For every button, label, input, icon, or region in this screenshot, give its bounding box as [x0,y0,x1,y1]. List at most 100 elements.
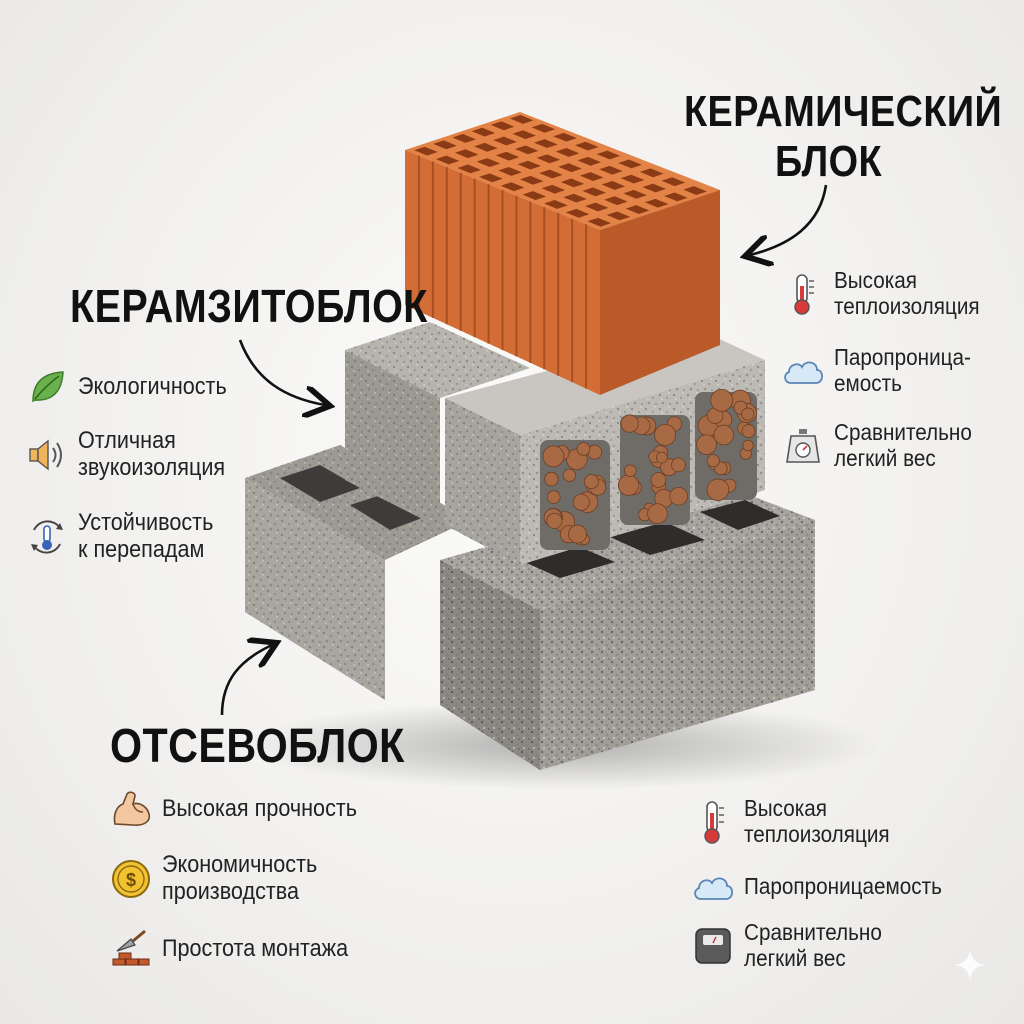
clay-ball [706,454,720,468]
feature-label: Паропроница- [834,344,971,370]
otsev-feature-install: Простота монтажа [108,926,369,972]
feature-label: производства [162,877,300,905]
ceramic-hole [457,164,481,174]
scale-icon [780,423,826,469]
otsev-title: ОТСЕВОБЛОК [110,720,405,773]
clay-ball [546,512,563,529]
otsev-feature-strength: Высокая прочность [108,786,379,832]
feature-label: Паропроницаемость [744,873,942,900]
clay-ball [583,474,599,490]
feature-label: Высокая [834,267,918,293]
ceramic-hole [642,183,666,193]
clay-ball [671,457,686,473]
ceramic-hole [639,168,664,178]
feature-label: теплоизоляция [834,292,980,319]
clay-ball [576,442,591,456]
ceramic-hole [471,127,496,137]
ceramic-hole [541,184,566,194]
clay-ball [656,451,668,464]
ceramic-title-line2: БЛОК [775,137,883,186]
thermometer-icon [690,799,736,845]
ceramic-hole [519,175,544,185]
muscle-icon [108,786,154,832]
ceramic-hole [509,115,534,124]
leaf-icon [24,364,70,410]
coin-icon: $ [108,856,154,902]
otsevoblok-left-block [245,445,470,700]
clay-ball [741,407,755,421]
feature-label: звукоизоляция [78,453,226,481]
ceramic-hole [618,159,642,169]
clay-ball [542,445,565,468]
ceramic-hole [500,182,525,192]
clay-ball [713,424,735,446]
ceramic-hole [531,123,556,133]
ceramic-hole [433,140,457,150]
ceramic-hole [452,134,476,143]
otsevoblok-right-block [440,482,815,770]
feature-label: емость [834,369,902,396]
clay-ball [741,424,756,438]
speaker-icon [24,432,70,478]
ceramic-hole [495,151,520,161]
clay-ball [624,464,637,478]
keramzitoblok-back-block [345,322,530,528]
feature-label: Экологичность [78,372,227,400]
feature-label: теплоизоляция [744,820,890,847]
ceramic-hole [522,191,546,200]
clay-ball [544,471,559,487]
ceramic-hole [490,121,515,131]
bathroom-scale-icon [690,923,736,969]
thermometer-cycle-icon [24,514,70,560]
cloud-icon [780,348,826,394]
ceramic-hole [683,186,707,195]
clay-ball [669,487,688,506]
ceramic-hole [584,202,609,212]
ceramic-hole [587,217,611,227]
ceramic-hole [479,173,503,183]
ceramic-hole [539,169,563,179]
ceramic-hole [558,163,582,173]
ceramic-hole [596,150,621,160]
cloud-icon [690,864,736,910]
feature-label: Экономичность [162,851,318,878]
clay-ball [742,439,754,452]
clay-ball [546,490,561,504]
clay-ball [568,524,587,544]
ceramic-hole [644,198,669,208]
feature-label: Высокая прочность [162,794,358,822]
feature-label: легкий вес [834,444,936,471]
ceramic-hole [536,154,561,164]
clay-ball [620,414,639,433]
ceramic-hole [601,181,626,190]
ceramic-hole [454,149,479,159]
ceramic-hole [579,172,604,181]
feature-label: Простота монтажа [162,934,349,962]
ceramic-hole [560,178,585,188]
clay-ball [654,423,677,446]
ceramic-hole [577,156,601,166]
ceramic-hole [555,148,580,157]
ceramic-hole [599,165,623,175]
feature-label: легкий вес [744,944,846,971]
feature-label: Сравнительно [834,419,972,445]
ceramic-hole [661,177,686,187]
ceramic-hole [606,211,631,221]
trowel-bricks-icon [108,926,154,972]
ceramic-hole [493,136,517,146]
keramzit-title: КЕРАМЗИТОБЛОК [70,280,428,332]
ceramic-hole [498,167,522,176]
ceramic-hole [582,187,606,197]
clay-ball [696,434,717,456]
feature-label: Отличная [78,427,176,454]
ceramic-hole [574,141,599,151]
bottom-feature-vapor: Паропроницаемость [690,864,964,910]
clay-ball [572,493,590,511]
clay-ball [617,474,640,496]
ceramic-hole [517,160,541,170]
